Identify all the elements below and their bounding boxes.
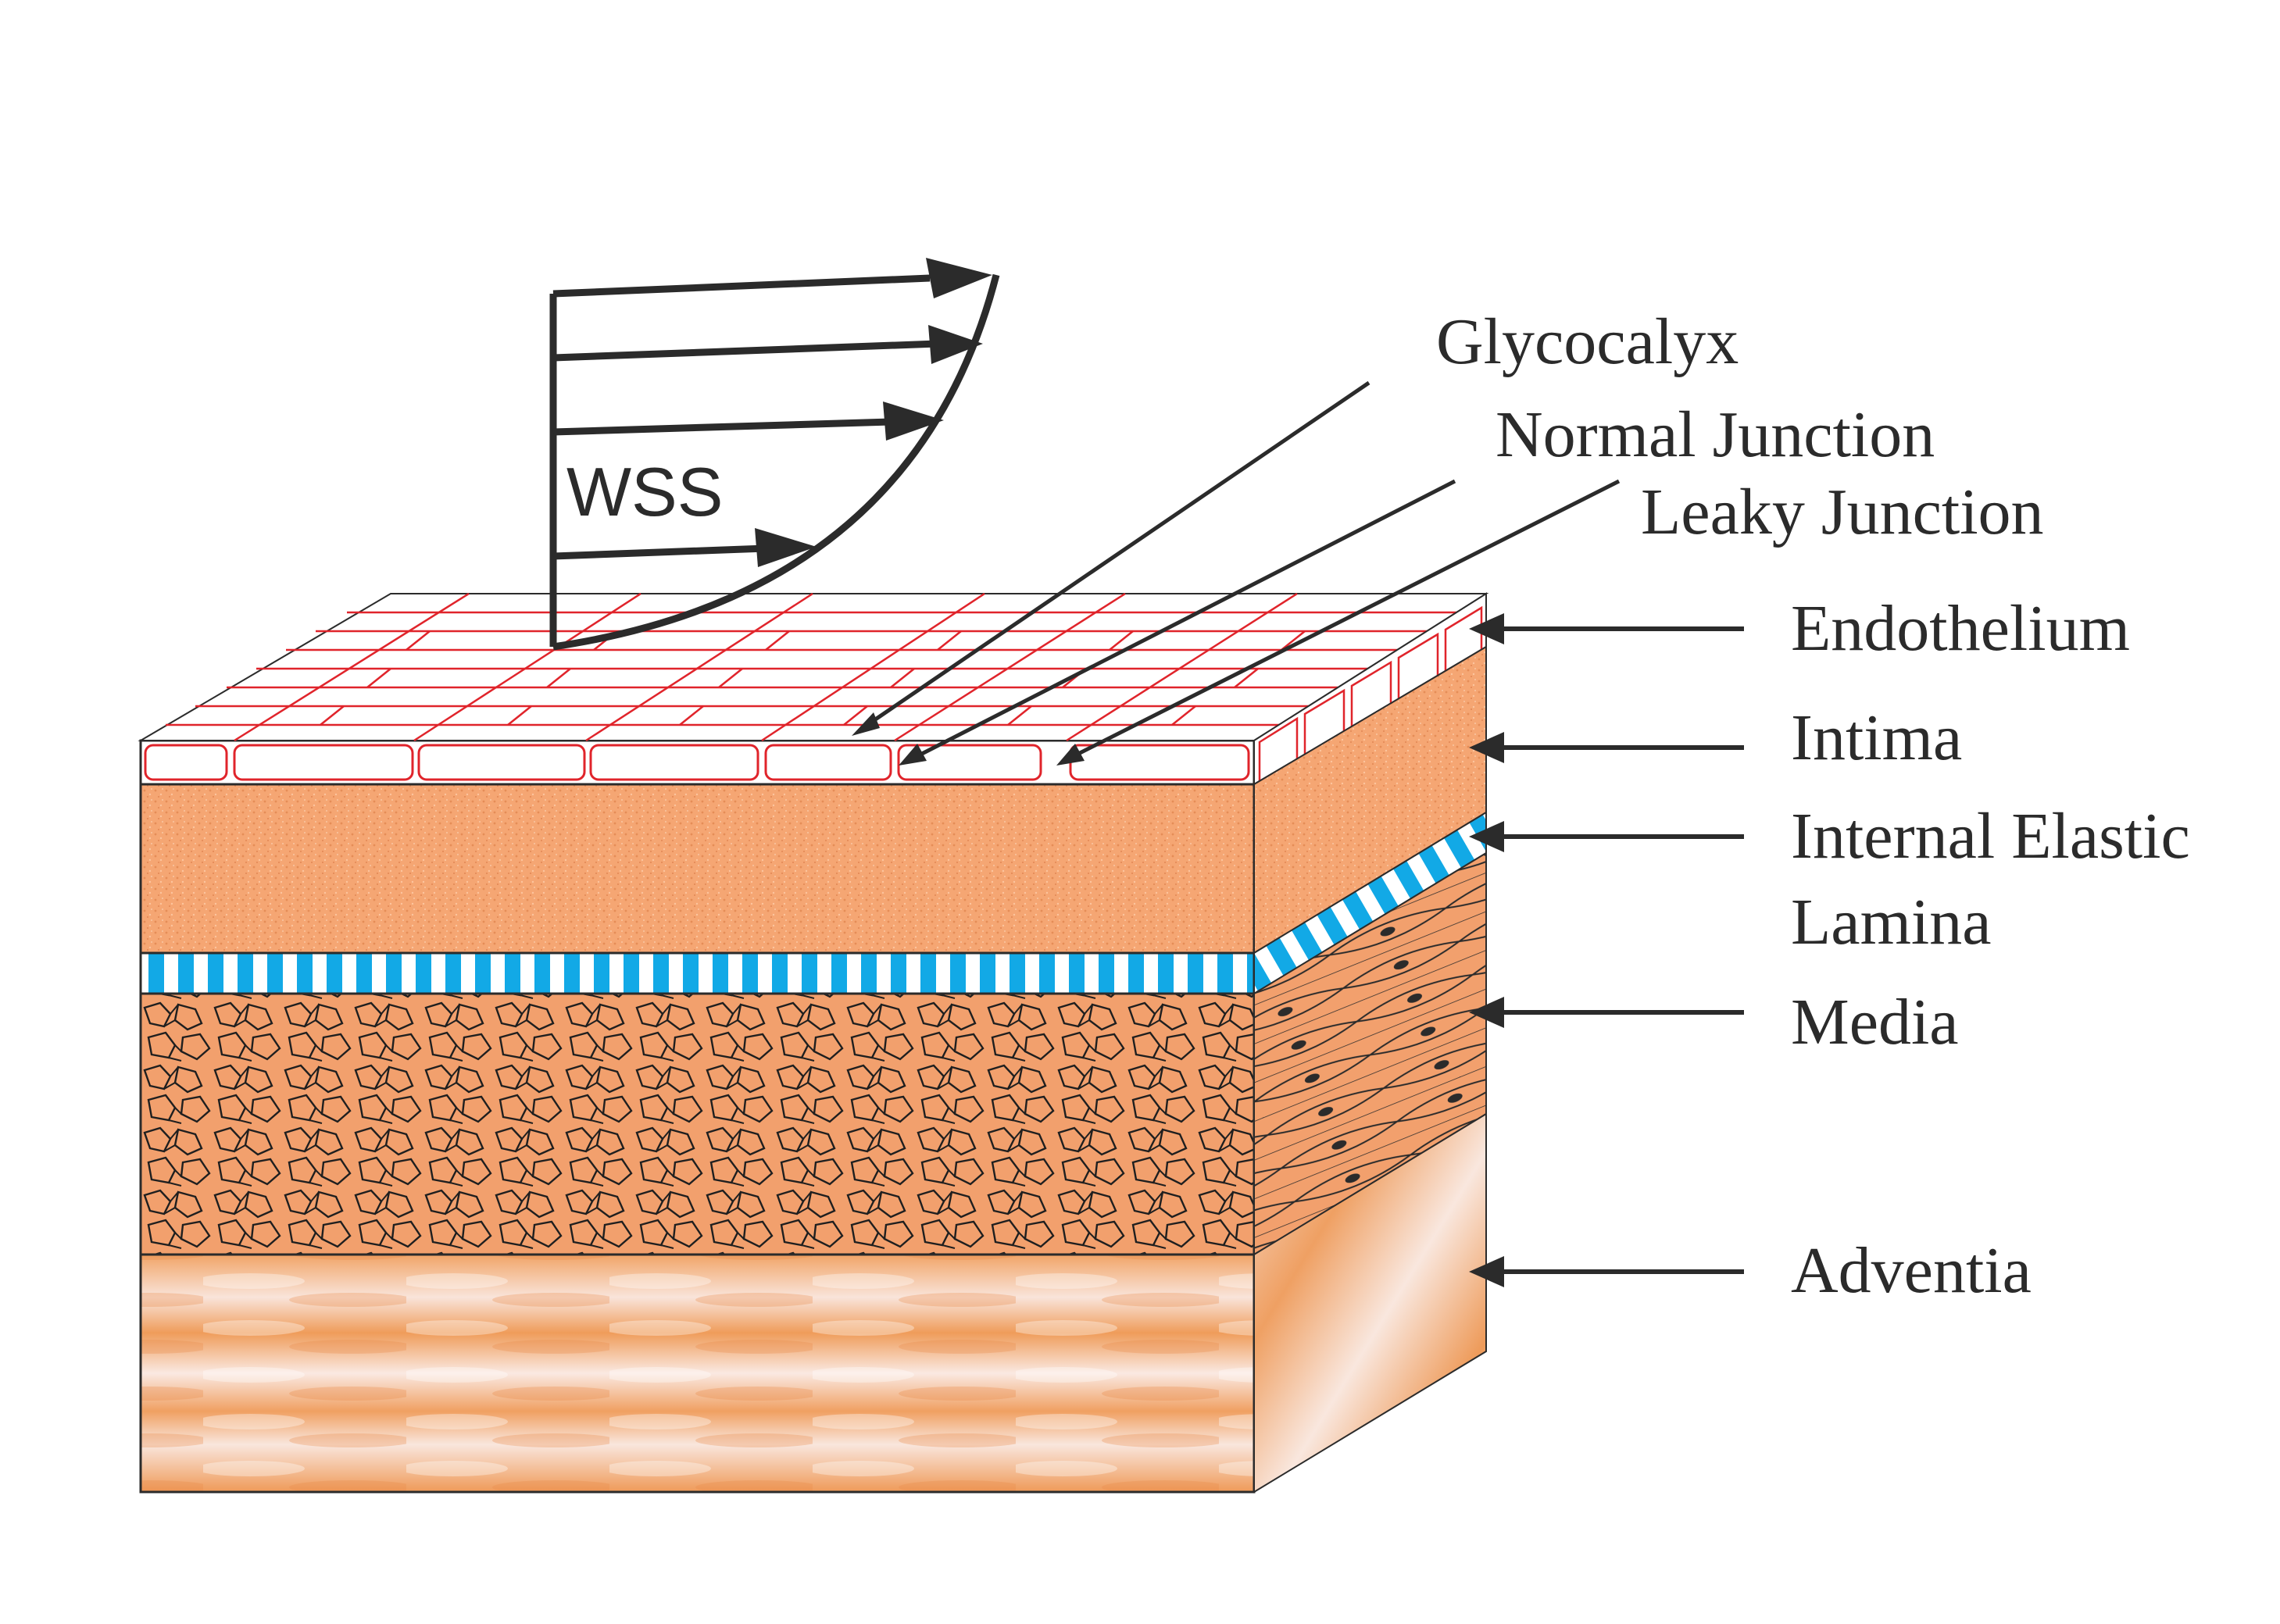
wss-label: WSS — [566, 453, 723, 530]
top-face — [138, 592, 1489, 742]
endothelial-cells-front — [144, 744, 1250, 781]
wss-profile — [549, 258, 1000, 651]
layer-pointer-arrows — [1496, 626, 1744, 1274]
wss-velocity-curve — [552, 273, 1000, 651]
leaky-junction-label: Leaky Junction — [1641, 476, 2044, 548]
glycocalyx-pointer — [866, 380, 1371, 727]
media-label: Media — [1791, 986, 1959, 1058]
elastic-lamina-front — [139, 951, 1256, 995]
lamina-label: Lamina — [1791, 886, 1992, 958]
media-front — [139, 992, 1256, 1256]
wss-arrows — [552, 274, 938, 560]
internal-elastic-label: Internal Elastic — [1791, 800, 2190, 873]
glycocalyx-label: Glycocalyx — [1436, 305, 1739, 378]
top-pointer-lines — [866, 380, 1621, 760]
intima-front — [139, 783, 1256, 955]
front-face — [139, 739, 1256, 1494]
side-face — [1253, 592, 1487, 1494]
leaky-junction-pointer — [1069, 479, 1621, 760]
intima-label: Intima — [1791, 701, 1962, 774]
endothelium-label: Endothelium — [1791, 592, 2130, 665]
normal-junction-pointer — [913, 479, 1456, 760]
adventia-label: Adventia — [1791, 1234, 2032, 1307]
normal-junction-label: Normal Junction — [1496, 398, 1935, 471]
